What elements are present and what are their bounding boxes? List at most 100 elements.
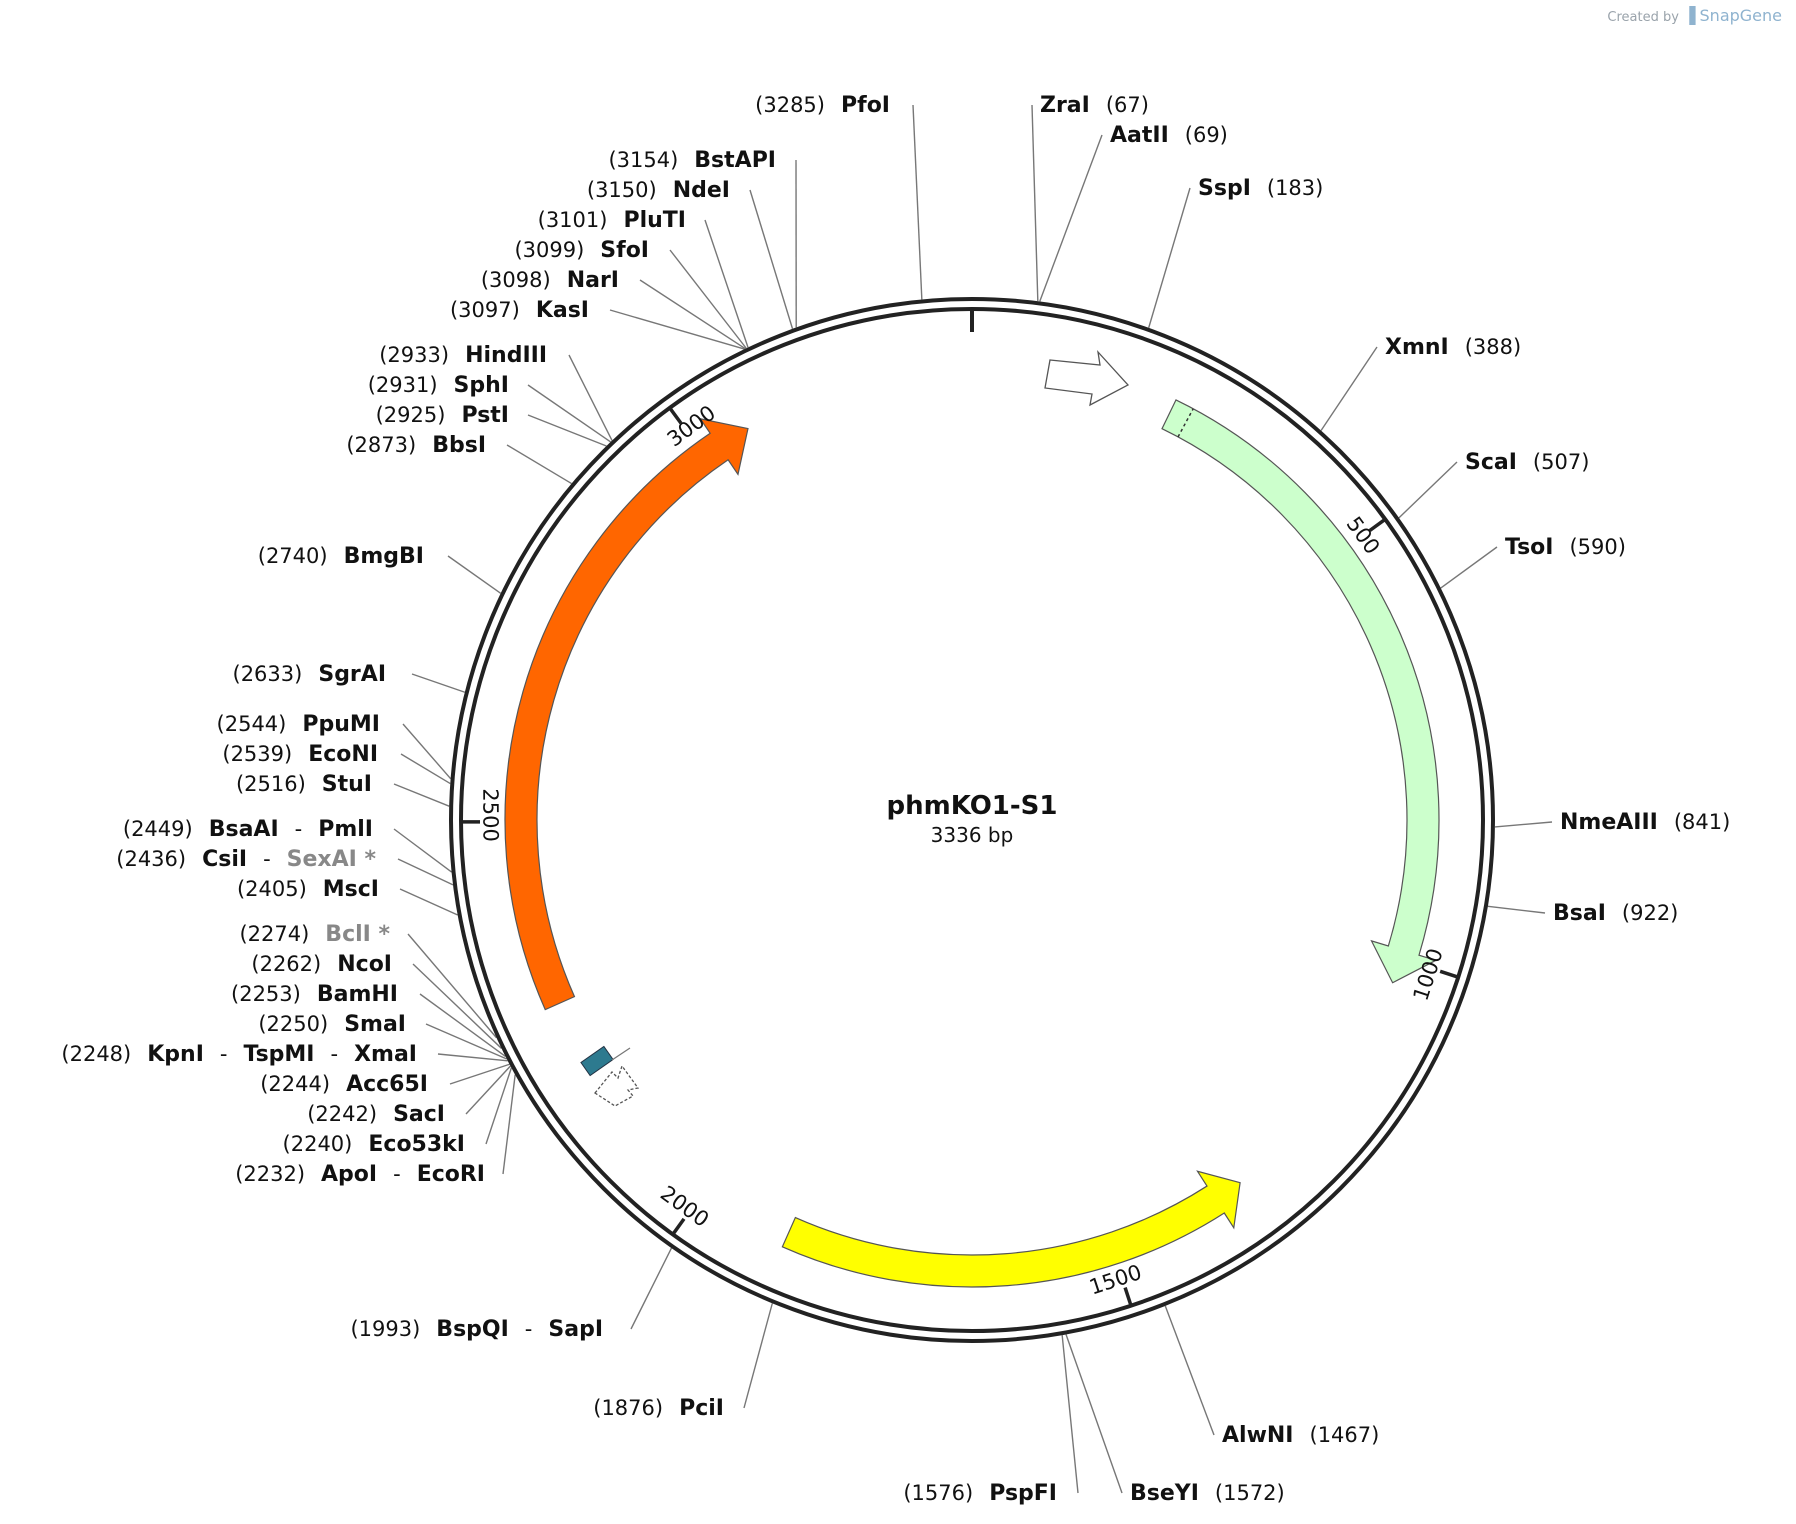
site-leader-line <box>399 888 458 916</box>
enzyme-ecori: EcoRI <box>417 1162 485 1187</box>
site-leader-line <box>568 354 613 441</box>
site-leader-line <box>407 933 498 1039</box>
site-label-kpni: (2248)KpnI - TspMI - XmaI <box>61 1042 417 1067</box>
site-position: (1467) <box>1310 1423 1380 1447</box>
site-position: (2873) <box>346 433 416 457</box>
site-leader-line <box>749 189 794 329</box>
lac-operator-leader <box>611 1047 631 1061</box>
feature-ori-arrow <box>781 1170 1241 1288</box>
site-leader-line <box>1039 134 1103 302</box>
feature-hmko-arrow <box>504 417 749 1011</box>
site-position: (590) <box>1569 535 1625 559</box>
site-label-bsaai: (2449)BsaAI - PmlI <box>123 817 373 842</box>
tick-mark <box>1368 517 1387 532</box>
site-label-ndei: (3150)NdeI <box>587 178 730 203</box>
snapgene-branding: Created by ▐ SnapGene <box>1607 6 1782 25</box>
site-leader-line <box>437 1053 508 1062</box>
enzyme-bseyi: BseYI <box>1130 1481 1199 1506</box>
tick-mark <box>671 1217 686 1236</box>
site-label-ncoi: (2262) NcoI <box>251 952 392 977</box>
site-leader-line <box>412 963 503 1049</box>
site-label-saci: (2242)SacI <box>307 1102 445 1127</box>
created-by-text: Created by <box>1607 10 1679 25</box>
site-position: (1876) <box>593 1396 663 1420</box>
enzyme-separator: - <box>295 817 303 841</box>
site-leader-line <box>1440 546 1498 589</box>
site-leader-line <box>1494 821 1553 828</box>
site-position: (2274) <box>239 922 309 946</box>
site-position: (2248) <box>61 1042 131 1066</box>
site-label-bsai: BsaI(922) <box>1553 901 1678 926</box>
enzyme-econi: EcoNI <box>308 742 378 767</box>
site-leader-line <box>393 828 453 873</box>
site-label-nari: (3098)NarI <box>481 268 619 293</box>
site-label-pfoi: (3285)PfoI <box>755 93 890 118</box>
site-position: (3154) <box>608 148 678 172</box>
enzyme-bmgbi: BmgBI <box>344 544 424 569</box>
enzyme-scai: ScaI <box>1465 450 1517 475</box>
enzyme-separator: - <box>331 1042 339 1066</box>
feature-ampr-arrow <box>1161 399 1440 984</box>
site-position: (2633) <box>233 662 303 686</box>
site-position: (1572) <box>1215 1481 1285 1505</box>
site-position: (2250) <box>258 1012 328 1036</box>
tick-mark <box>1439 969 1459 979</box>
site-label-sphi: (2931)SphI <box>368 373 509 398</box>
enzyme-ndei: NdeI <box>673 178 730 203</box>
site-position: (2262) <box>251 952 321 976</box>
site-leader-lines <box>393 104 1553 1494</box>
site-label-psti: (2925)PstI <box>376 403 509 428</box>
enzyme-tsoi: TsoI <box>1505 535 1553 560</box>
feature-lac-operator-box <box>580 1045 614 1077</box>
site-leader-line <box>393 783 450 807</box>
site-label-smai: (2250)SmaI <box>258 1012 406 1037</box>
site-position: (2449) <box>123 817 193 841</box>
site-leader-line <box>1031 104 1039 302</box>
enzyme-zrai: ZraI <box>1040 93 1090 118</box>
site-label-bbsi: (2873) BbsI <box>346 433 486 458</box>
site-label-pluti: (3101)PluTI <box>538 208 686 233</box>
site-label-tsoi: TsoI (590) <box>1505 535 1626 560</box>
site-leader-line <box>400 753 451 785</box>
plasmid-backbone <box>449 297 1495 1343</box>
site-label-eco53ki: (2240)Eco53kI <box>283 1132 465 1157</box>
tick-mark <box>668 406 683 425</box>
site-position: (2240) <box>283 1132 353 1156</box>
site-label-econi: (2539) EcoNI <box>222 742 378 767</box>
site-label-acc65i: (2244)Acc65I <box>260 1072 428 1097</box>
site-leader-line <box>485 1067 513 1145</box>
ampr-start-divider <box>1177 408 1194 438</box>
site-position: (2539) <box>222 742 292 766</box>
site-label-ppumi: (2544)PpuMI <box>217 712 380 737</box>
site-label-bspqi: (1993)BspQI - SapI <box>350 1317 603 1342</box>
backbone-outer-ring <box>449 297 1495 1343</box>
enzyme-saci: SacI <box>393 1102 445 1127</box>
site-position: (3285) <box>755 93 825 117</box>
enzyme-ncoi: NcoI <box>337 952 392 977</box>
enzyme-msci: MscI <box>323 877 379 902</box>
site-leader-line <box>465 1065 511 1115</box>
enzyme-bsai: BsaI <box>1553 901 1606 926</box>
site-position: (2740) <box>258 544 328 568</box>
tick-label: 2500 <box>478 788 502 842</box>
site-position: (2925) <box>376 403 446 427</box>
enzyme-separator: - <box>263 847 271 871</box>
site-label-pcii: (1876)PciI <box>593 1396 724 1421</box>
enzyme-kasi: KasI <box>536 298 589 323</box>
enzyme-sspi: SspI <box>1198 176 1251 201</box>
site-leader-line <box>397 858 454 886</box>
enzyme-bbsi: BbsI <box>432 433 486 458</box>
site-position: (2931) <box>368 373 438 397</box>
enzyme-nari: NarI <box>567 268 619 293</box>
site-leader-line <box>669 249 747 349</box>
site-position: (507) <box>1533 450 1589 474</box>
site-label-msci: (2405)MscI <box>237 877 379 902</box>
site-position: (2244) <box>260 1072 330 1096</box>
site-leader-line <box>411 673 466 693</box>
site-label-bcli: (2274)BclI * <box>239 922 390 947</box>
site-position: (1993) <box>350 1317 420 1341</box>
enzyme-hindiii: HindIII <box>465 343 547 368</box>
enzyme-alwni: AlwNI <box>1222 1423 1294 1448</box>
site-label-sspi: SspI(183) <box>1198 176 1323 201</box>
